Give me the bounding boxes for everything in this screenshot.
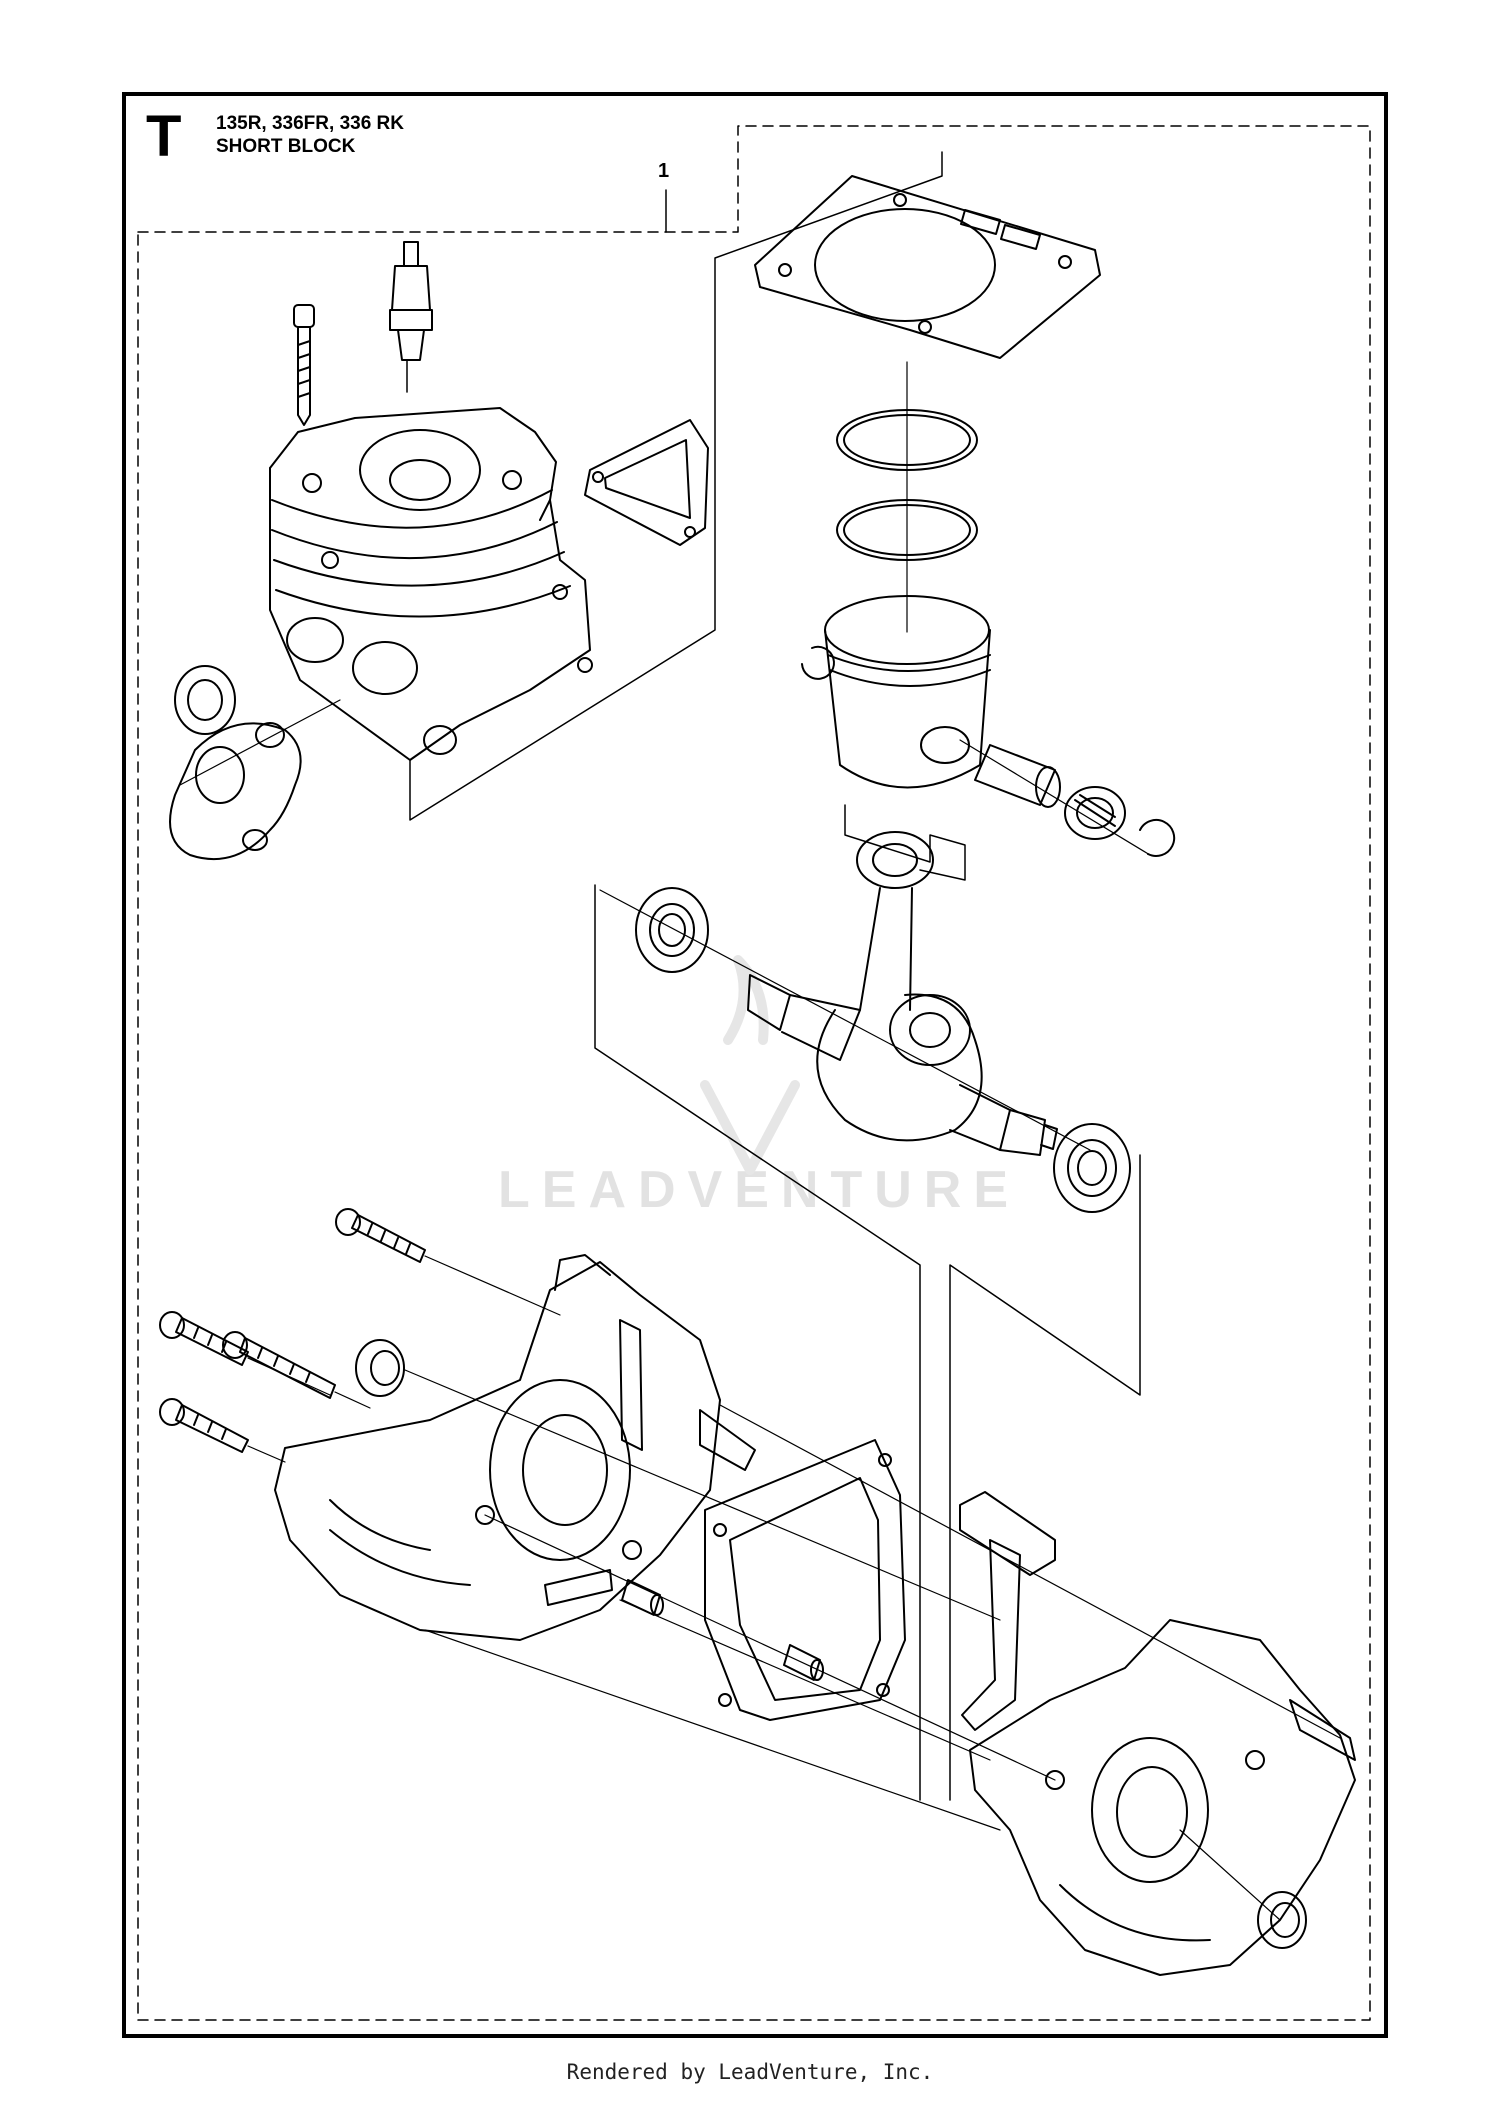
crankshaft-seal-left [355, 1339, 405, 1397]
crank-axis [599, 889, 1091, 1151]
cylinder-group-bracket [409, 151, 943, 821]
crankshaft-seal-right [1257, 1891, 1307, 1949]
crankshaft-group-bracket [594, 884, 1141, 1801]
model-list: 135R, 336FR, 336 RK [216, 113, 404, 134]
cylinder-gasket [754, 175, 1101, 359]
piston-circlip-left [801, 645, 835, 680]
intake-leader [179, 699, 341, 786]
diagram-frame [122, 92, 1388, 2038]
crankcase-half-right [969, 1619, 1356, 1976]
needle-bearing [1064, 786, 1126, 840]
piston-pin [974, 744, 1061, 808]
exhaust-gasket [584, 419, 709, 546]
crankcase-half-left [274, 1254, 756, 1641]
crank-bearing-right [1053, 1123, 1131, 1213]
footer-credit: Rendered by LeadVenture, Inc. [566, 2060, 934, 2084]
conrod-bracket [844, 804, 966, 881]
chain-guide [959, 1491, 1056, 1731]
piston-circlip-right [1139, 818, 1176, 857]
kit-boundary-dashed [137, 125, 1371, 2021]
spark-plug [389, 241, 433, 393]
crankcase-screw-3 [222, 1331, 336, 1399]
assembly-leader-lines [247, 1255, 1341, 1921]
diagram-title: SHORT BLOCK [216, 136, 356, 157]
crank-bearing-left [635, 887, 709, 973]
callout-label-1[interactable]: 1 [658, 160, 670, 182]
section-letter: T [146, 104, 182, 169]
dowel-pin-lower [783, 1644, 824, 1681]
crankcase-screw-1 [335, 1208, 426, 1263]
crankcase-screw-4 [159, 1398, 249, 1453]
intake-seal-left [174, 665, 236, 735]
cylinder [269, 407, 593, 761]
cylinder-bolt [293, 304, 315, 426]
intake-flange [169, 722, 302, 861]
crankcase-gasket [704, 1439, 906, 1721]
crankshaft [747, 831, 1058, 1156]
watermark-logo [700, 955, 800, 1175]
crankcase-screw-2 [159, 1311, 249, 1366]
pin-leader [959, 739, 1151, 856]
